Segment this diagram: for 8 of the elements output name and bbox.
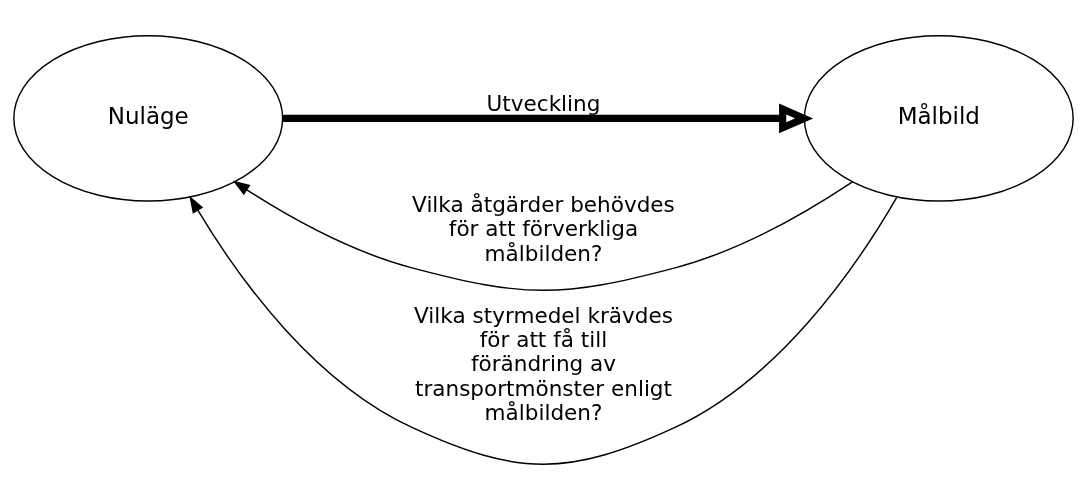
arrow	[232, 180, 854, 292]
edge-label: Vilka åtgärder behövdes för att förverkliga målbilden?	[412, 191, 675, 266]
edge-label: Utveckling	[486, 91, 601, 117]
arrow	[189, 195, 898, 465]
node-ellipse: Nuläge	[13, 35, 284, 202]
node-ellipse: Målbild	[803, 35, 1074, 202]
arrow	[282, 103, 814, 134]
edge-label: Vilka styrmedel krävdes för att få till förändring av transportmönster enligt målbilden?	[414, 302, 673, 426]
